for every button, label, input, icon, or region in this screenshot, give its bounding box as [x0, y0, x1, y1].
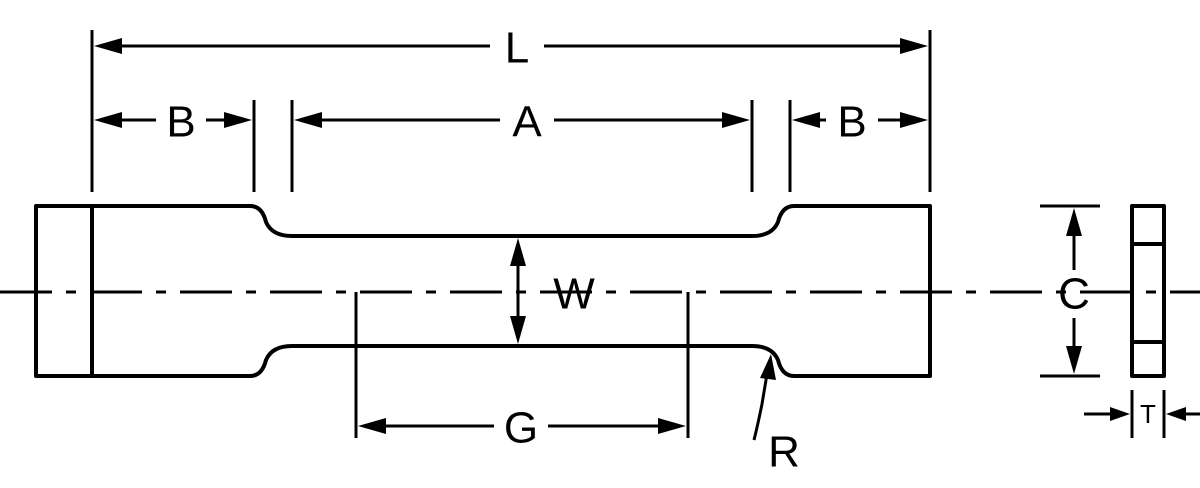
- dimension-w: W: [510, 238, 595, 344]
- dimension-r: R: [752, 354, 800, 477]
- label-t: T: [1140, 399, 1156, 429]
- label-b-right: B: [837, 98, 866, 147]
- dimension-l: L: [94, 24, 928, 73]
- side-view: [1130, 204, 1166, 378]
- label-w: W: [553, 270, 595, 319]
- dimension-g: G: [358, 404, 686, 453]
- label-l: L: [505, 24, 529, 73]
- dimension-t: T: [1084, 399, 1200, 429]
- specimen-outline: [34, 204, 932, 378]
- dimension-b-right: B: [792, 98, 928, 147]
- label-r: R: [768, 428, 800, 477]
- dimension-b-left: B: [94, 98, 252, 147]
- dimension-c: C: [1058, 208, 1090, 374]
- label-b-left: B: [166, 98, 195, 147]
- label-g: G: [504, 404, 538, 453]
- label-c: C: [1058, 270, 1090, 319]
- dimension-a: A: [294, 98, 750, 147]
- label-a: A: [512, 98, 542, 147]
